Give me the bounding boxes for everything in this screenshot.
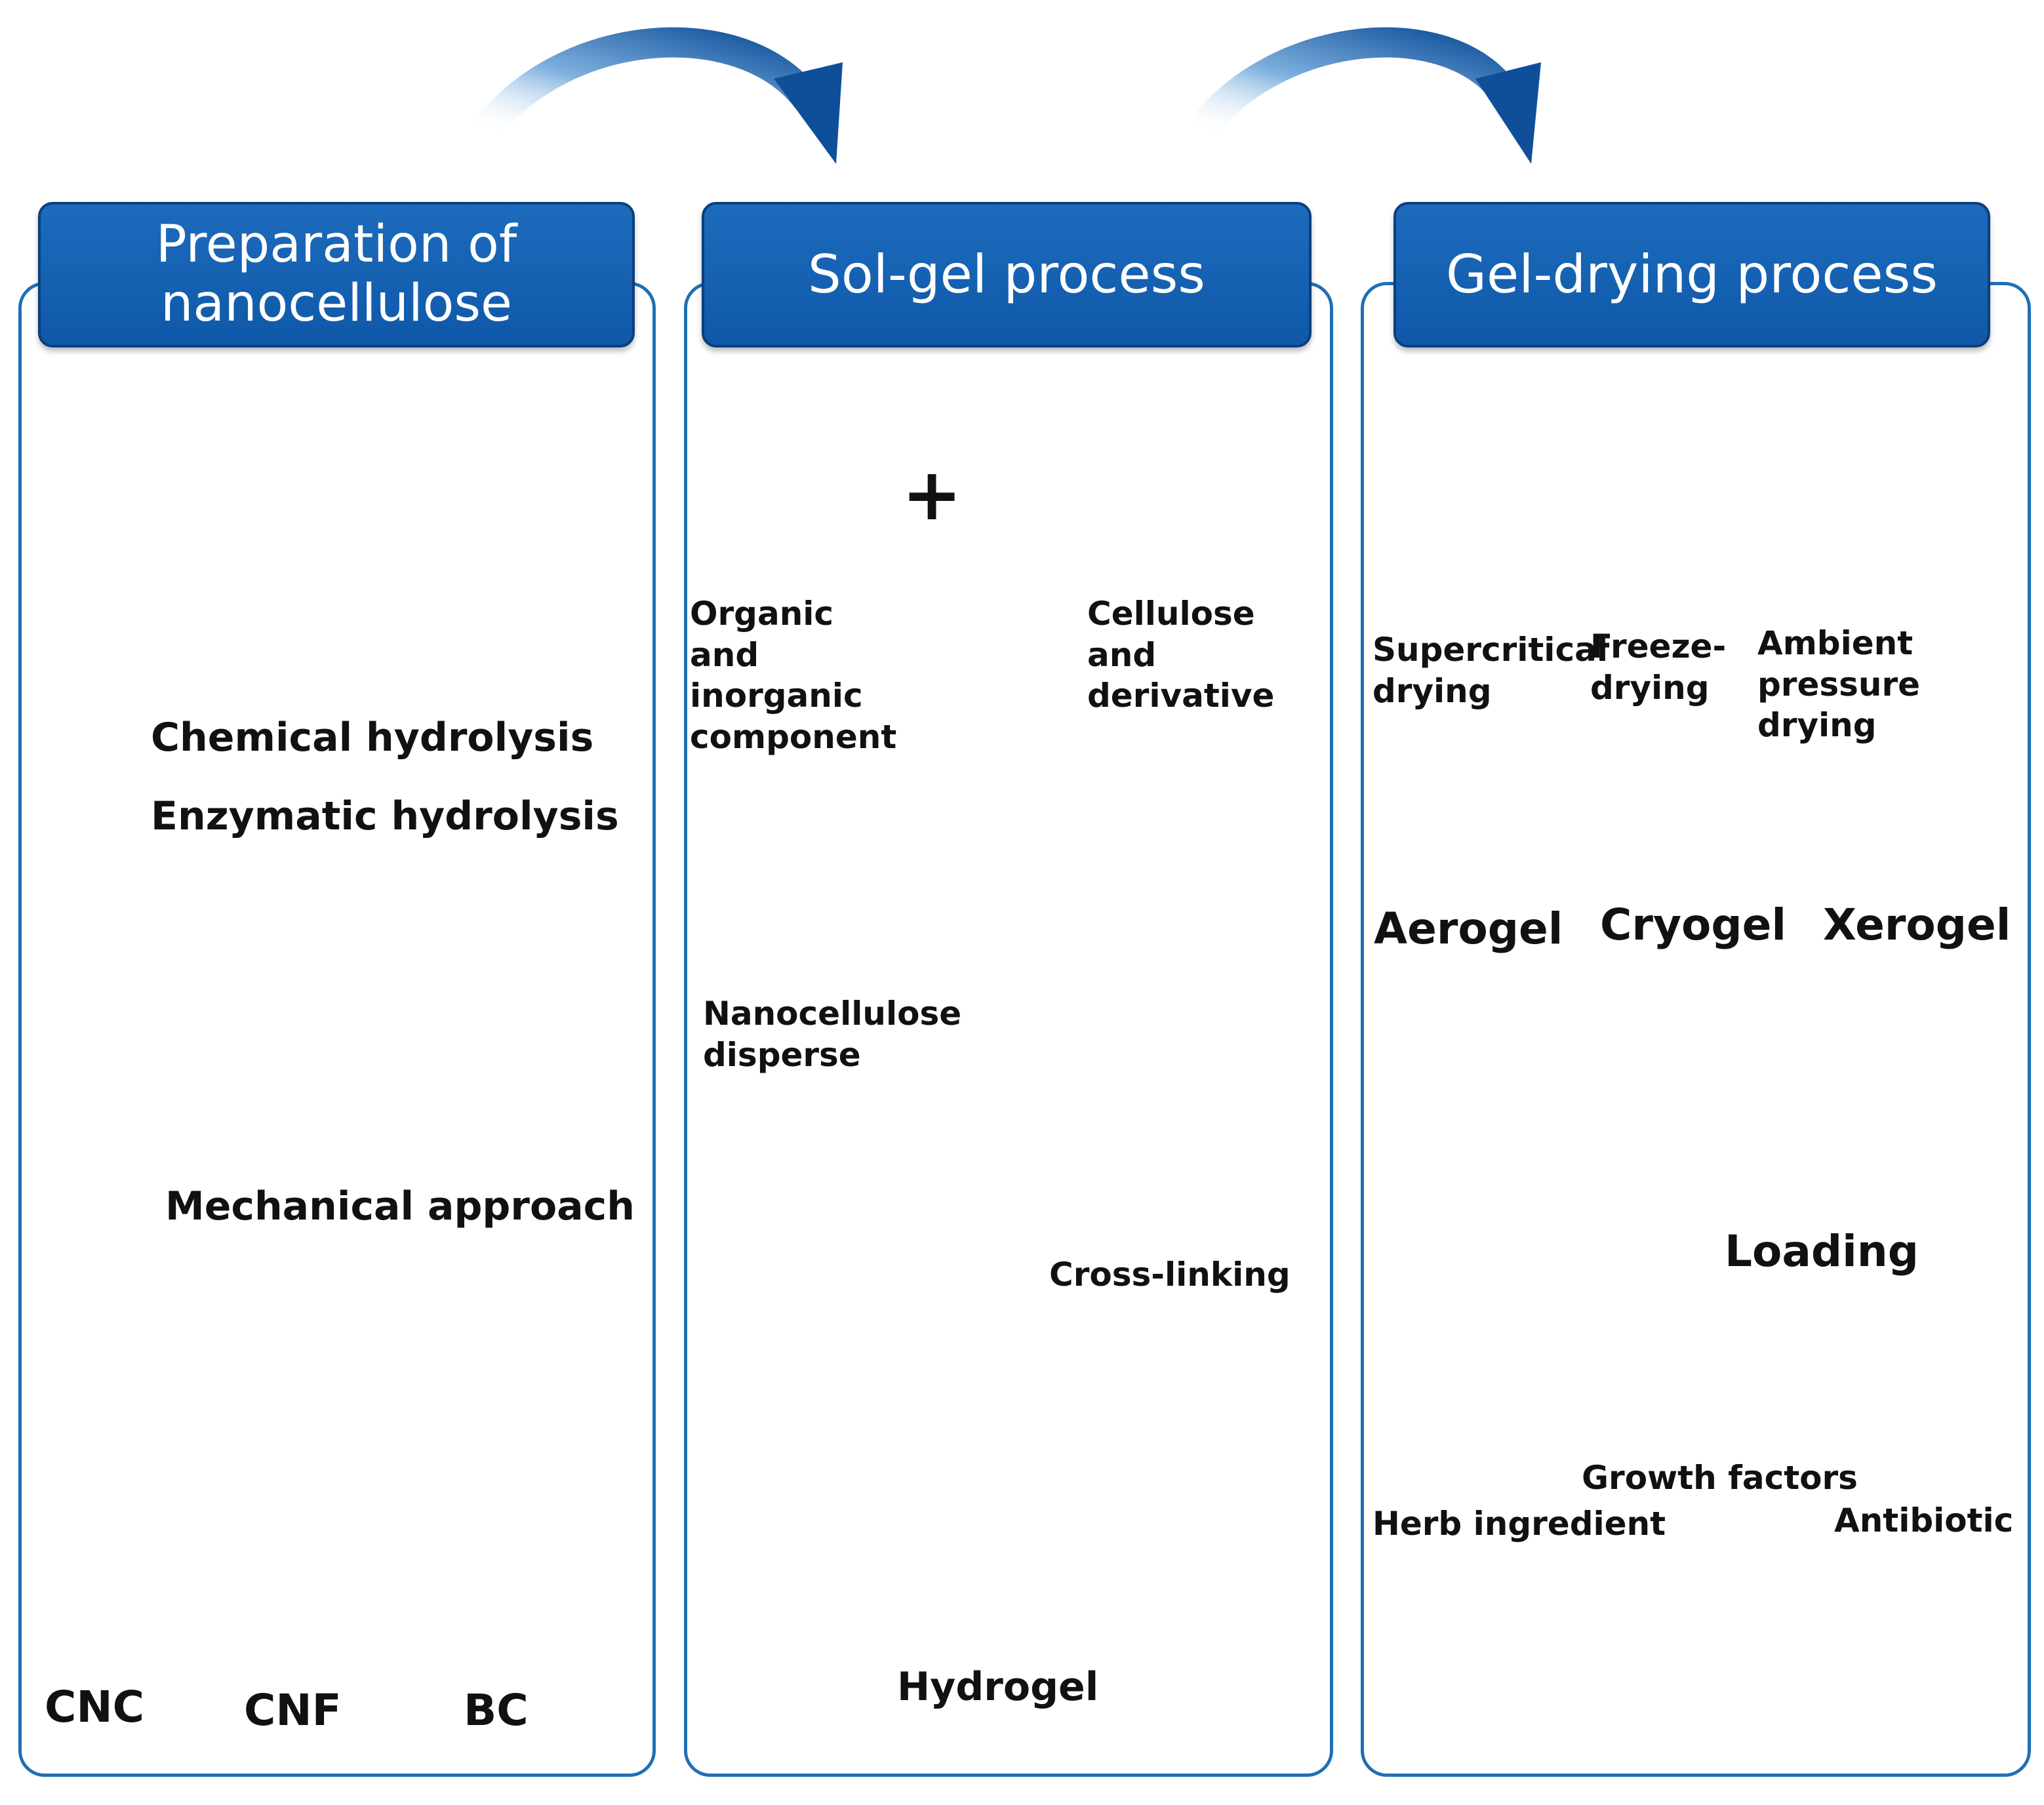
- product-cnc: CNC: [45, 1682, 145, 1732]
- gel-cryogel: Cryogel: [1600, 900, 1786, 950]
- flow-arrow-1: [473, 27, 843, 164]
- method-freeze: Freeze-drying: [1590, 627, 1727, 707]
- product-cnf: CNF: [244, 1685, 342, 1736]
- label-hydrogel: Hydrogel: [897, 1664, 1099, 1710]
- label-cross-linking: Cross-linking: [1049, 1256, 1291, 1294]
- header-sol-gel: Sol-gel process: [702, 202, 1312, 347]
- panel-sol-gel: [684, 282, 1333, 1777]
- cargo-antibiotic: Antibiotic: [1834, 1501, 2014, 1539]
- step-mechanical-approach: Mechanical approach: [165, 1183, 635, 1229]
- label-loading: Loading: [1725, 1226, 1919, 1277]
- plus-sign: +: [902, 452, 963, 536]
- step-chemical-hydrolysis: Chemical hydrolysis: [151, 715, 594, 761]
- header-gel-drying: Gel-drying process: [1393, 202, 1990, 347]
- method-supercritical: Supercritical drying: [1373, 631, 1608, 710]
- label-nanocellulose-disperse: Nanocellulose disperse: [703, 995, 962, 1074]
- panel-nanocellulose-preparation: [18, 282, 656, 1777]
- step-enzymatic-hydrolysis: Enzymatic hydrolysis: [151, 793, 619, 839]
- label-organic-inorganic: Organic and inorganic component: [690, 595, 897, 756]
- flow-arrow-2: [1188, 27, 1541, 164]
- header-preparation: Preparation of nanocellulose: [38, 202, 635, 347]
- label-cellulose-derivative: Cellulose and derivative: [1087, 595, 1275, 715]
- gel-xerogel: Xerogel: [1823, 900, 2011, 950]
- product-bc: BC: [464, 1685, 529, 1736]
- header-sol-gel-text: Sol-gel process: [808, 244, 1205, 305]
- cargo-herb: Herb ingredient: [1373, 1505, 1666, 1543]
- gel-aerogel: Aerogel: [1374, 903, 1563, 954]
- header-preparation-text: Preparation of nanocellulose: [155, 215, 517, 333]
- panel-gel-drying: [1361, 282, 2031, 1777]
- cargo-growth-factors: Growth factors: [1582, 1459, 1858, 1497]
- method-ambient: Ambient pressure drying: [1757, 624, 1921, 744]
- header-gel-drying-text: Gel-drying process: [1446, 244, 1938, 305]
